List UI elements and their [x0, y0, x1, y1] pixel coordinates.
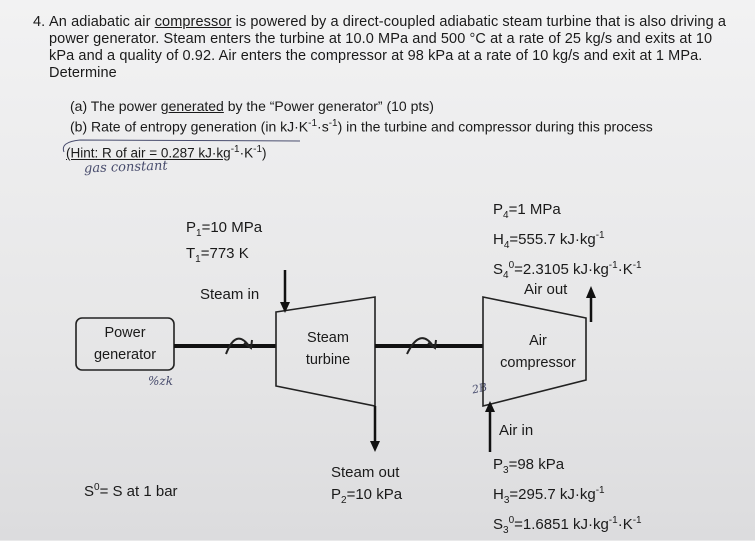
- problem-text-part2: is powered by a direct-coupled adiabatic…: [49, 14, 727, 81]
- air-compressor-label: Air compressor: [500, 333, 576, 371]
- steam-out-arrowhead-icon: [370, 441, 380, 452]
- problem-text-underlined: compressor: [154, 14, 232, 30]
- air-in-arrowhead-icon: [485, 401, 495, 412]
- problem-number: 4.: [33, 14, 46, 30]
- power-generator-label: Power generator: [93, 325, 157, 363]
- rotation-arrow-right-icon: [406, 337, 434, 355]
- question-parts: (a) The power generated by the “Power ge…: [70, 98, 653, 136]
- air-in-label: Air in: [499, 422, 534, 439]
- hint-pen-mark: [62, 139, 301, 153]
- air-out-label: Air out: [524, 281, 568, 298]
- steam-out-label: Steam out P2=10 kPa: [331, 464, 403, 506]
- air-compressor-shape: [482, 296, 587, 408]
- rotation-arrow-left-icon: [225, 337, 250, 355]
- steam-in-arrowhead-icon: [280, 302, 290, 313]
- part-b: (b) Rate of entropy generation (in kJ·K-…: [70, 118, 653, 135]
- part-a: (a) The power generated by the “Power ge…: [70, 98, 434, 114]
- problem-text-part1: An adiabatic air: [49, 14, 155, 30]
- air-out-arrowhead-icon: [586, 286, 596, 298]
- hint: (Hint: R of air = 0.287 kJ·kg-1·K-1): [66, 144, 267, 161]
- handwritten-mark: %zk: [148, 374, 173, 388]
- state-3-values: P3=98 kPa H3=295.7 kJ·kg-1 S30=1.6851 kJ…: [493, 456, 642, 536]
- steam-turbine-label: Steam turbine: [305, 330, 351, 368]
- rotation-arrowhead-right-icon: [427, 339, 437, 350]
- rotation-arrowhead-left-icon: [243, 339, 253, 350]
- reference-note: S0= S at 1 bar: [84, 482, 178, 500]
- state-1-values: P1=10 MPa T1=773 K: [186, 219, 263, 265]
- steam-in-label: Steam in: [200, 286, 260, 303]
- state-4-values: P4=1 MPa H4=555.7 kJ·kg-1 S40=2.3105 kJ·…: [493, 201, 642, 281]
